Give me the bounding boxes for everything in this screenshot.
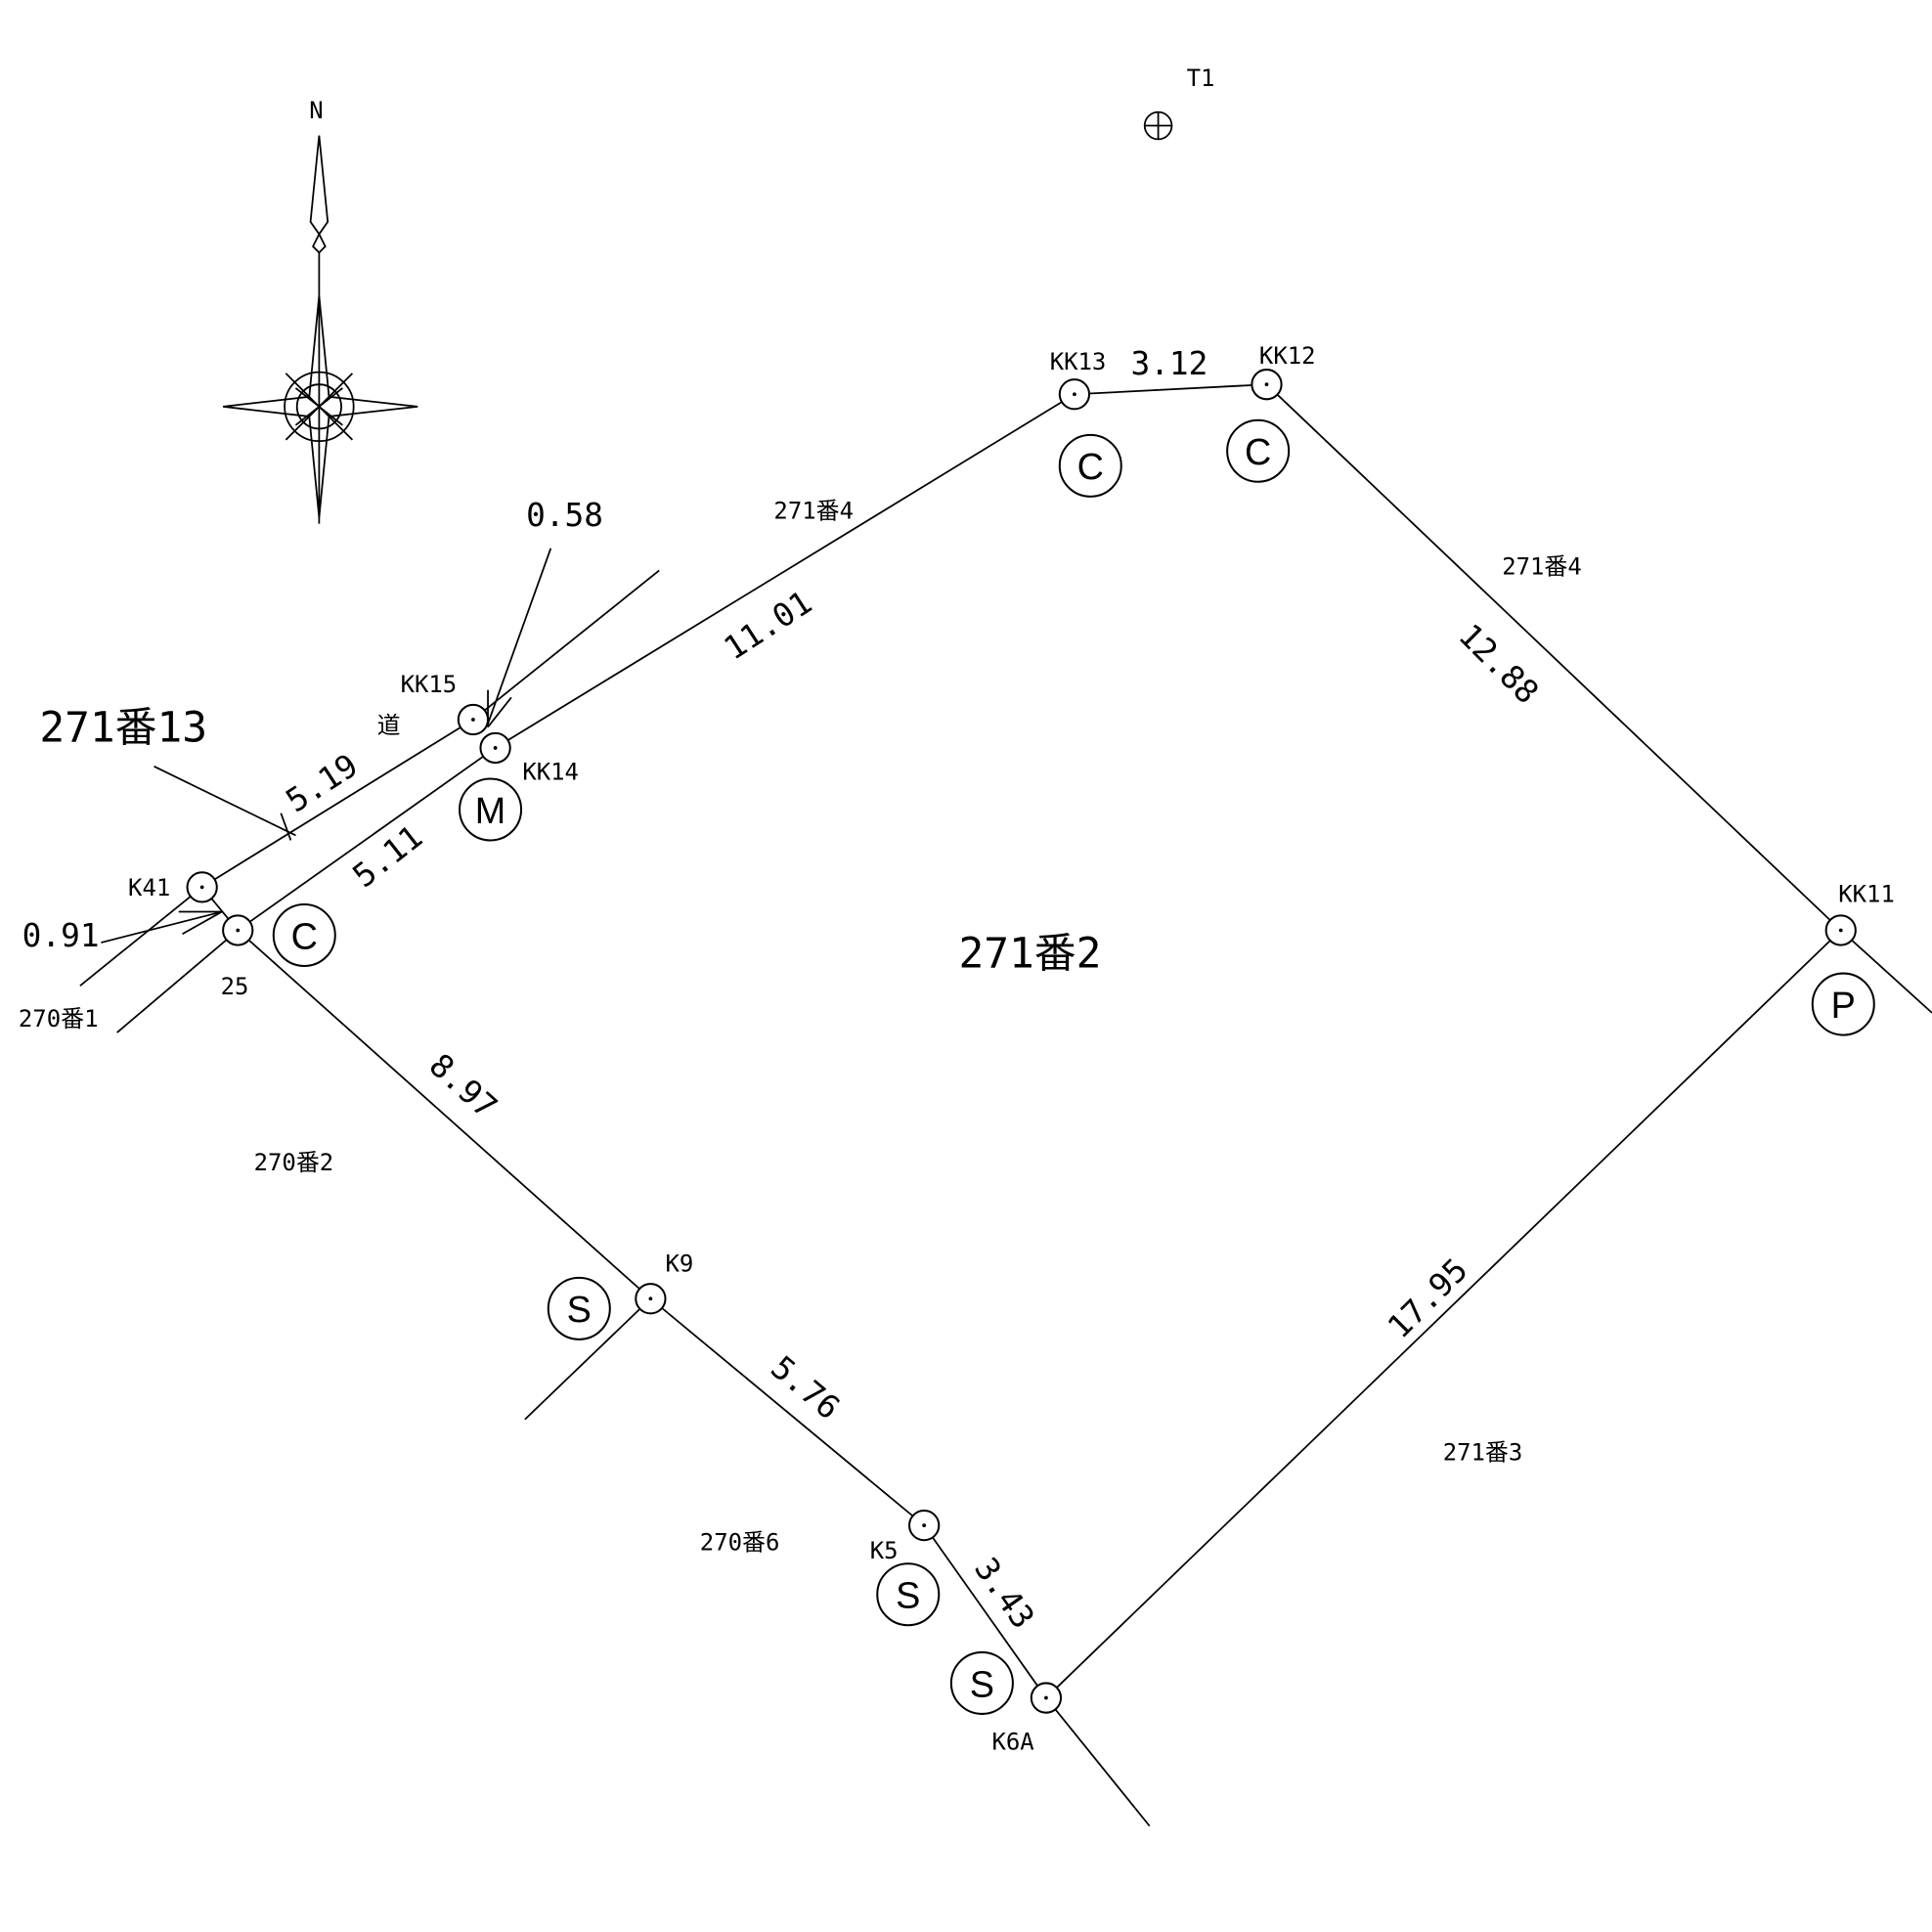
- distance-25-k9: 8.97: [422, 1046, 505, 1125]
- parcel-271-3: 271番3: [1443, 1438, 1523, 1466]
- distance-25-kk14: 5.11: [346, 818, 430, 896]
- svg-text:C: C: [291, 916, 318, 957]
- svg-text:S: S: [970, 1664, 994, 1705]
- svg-text:M: M: [475, 791, 505, 832]
- distance-k5-k6a: 3.43: [967, 1551, 1041, 1635]
- point-labels: KK13 KK12 KK11 KK14 KK15 K41 25 K9 K5 K6…: [128, 342, 1895, 1756]
- point-25: [222, 914, 254, 946]
- distance-k9-k5: 5.76: [764, 1348, 847, 1427]
- marker-s-icon: S: [876, 1562, 941, 1627]
- label-kk11: KK11: [1838, 880, 1895, 907]
- svg-text:P: P: [1831, 986, 1856, 1027]
- point-k9: [635, 1283, 667, 1315]
- distance-kk11-k6a: 17.95: [1381, 1251, 1475, 1346]
- label-k5: K5: [870, 1537, 899, 1564]
- benchmark-label: T1: [1187, 65, 1215, 92]
- svg-text:S: S: [567, 1290, 592, 1331]
- benchmark-t1: T1: [1143, 65, 1215, 141]
- point-k6a: [1030, 1682, 1063, 1714]
- distance-k41-kk15: 5.19: [280, 747, 365, 820]
- point-k41: [186, 871, 218, 903]
- svg-text:C: C: [1245, 432, 1271, 473]
- parcel-labels: 271番2 271番13 271番4 271番4 271番3 270番1 270…: [19, 498, 1582, 1557]
- road-label: 道: [377, 712, 401, 739]
- point-k5: [908, 1510, 941, 1542]
- label-kk13: KK13: [1050, 348, 1107, 375]
- parcel-270-1: 270番1: [19, 1005, 99, 1032]
- point-kk15: [457, 703, 490, 736]
- label-k6a: K6A: [991, 1728, 1033, 1755]
- marker-c-icon: C: [1058, 433, 1122, 498]
- distance-kk13-kk12: 3.12: [1130, 345, 1208, 382]
- label-kk14: KK14: [522, 759, 579, 786]
- marker-c-icon: C: [272, 902, 336, 968]
- point-kk11: [1824, 914, 1857, 946]
- boundary-markers: C C M C S S S P: [272, 418, 1875, 1715]
- label-25: 25: [221, 973, 249, 1000]
- parcel-270-6: 270番6: [700, 1528, 780, 1556]
- distance-kk14-kk13: 11.01: [718, 584, 818, 668]
- north-arrow-icon: N: [222, 97, 418, 524]
- offset-k41: 0.91: [22, 917, 100, 954]
- point-kk14: [479, 731, 511, 765]
- marker-s-icon: S: [547, 1276, 611, 1340]
- distance-labels: 3.12 11.01 12.88 17.95 5.19 5.11 8.97 5.…: [22, 345, 1546, 1636]
- label-k9: K9: [666, 1251, 694, 1278]
- parcel-270-2: 270番2: [254, 1149, 334, 1176]
- label-k41: K41: [128, 874, 170, 901]
- parcel-main: 271番2: [958, 929, 1101, 978]
- offset-kk15: 0.58: [526, 497, 603, 534]
- parcel-271-4-b: 271番4: [1502, 552, 1582, 580]
- marker-m-icon: M: [459, 777, 523, 842]
- label-kk15: KK15: [401, 671, 458, 698]
- marker-p-icon: P: [1811, 972, 1875, 1036]
- parcel-271-4-a: 271番4: [773, 498, 854, 525]
- north-label: N: [309, 97, 323, 124]
- survey-points: [186, 369, 1857, 1714]
- marker-s-icon: S: [949, 1650, 1014, 1715]
- svg-text:C: C: [1077, 447, 1104, 488]
- parcel-271-13: 271番13: [39, 704, 207, 753]
- marker-c-icon: C: [1226, 418, 1291, 483]
- point-kk13: [1058, 378, 1091, 411]
- distance-kk12-kk11: 12.88: [1451, 617, 1546, 712]
- svg-text:S: S: [896, 1576, 920, 1617]
- point-kk12: [1251, 369, 1283, 401]
- label-kk12: KK12: [1259, 342, 1316, 370]
